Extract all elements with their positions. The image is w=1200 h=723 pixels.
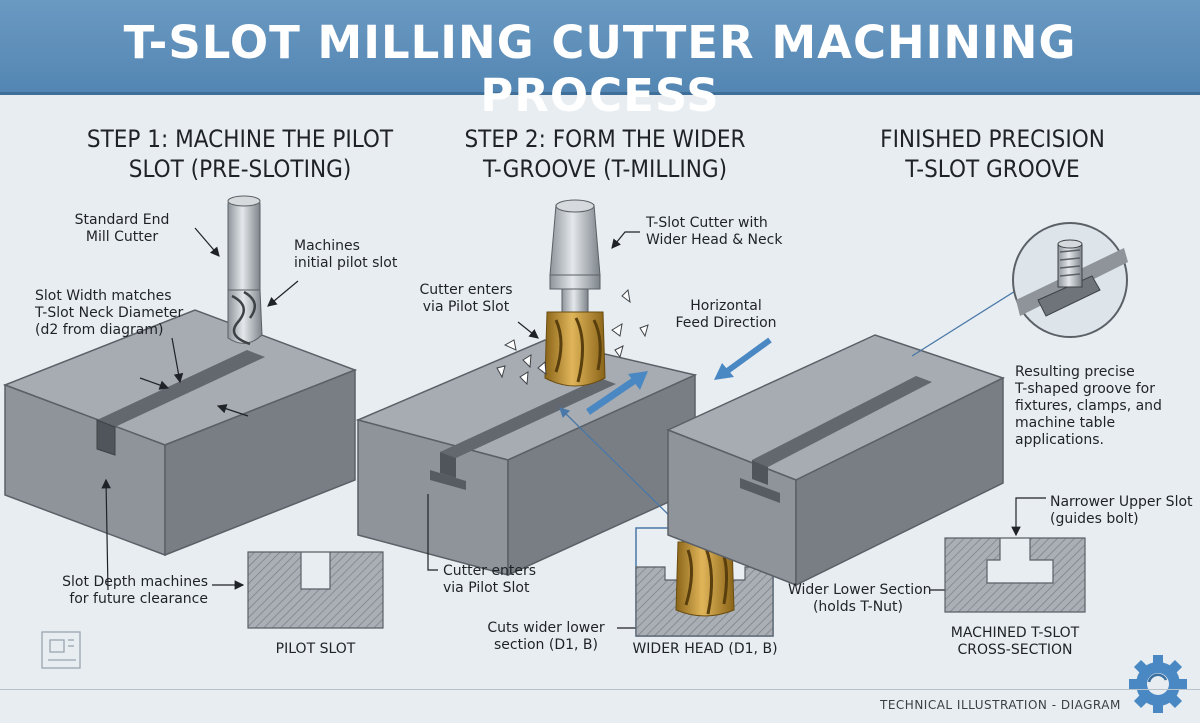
result-description-line5: applications. (1015, 432, 1104, 448)
cutter-enters-bottom-line2: via Pilot Slot (443, 580, 530, 596)
slot-depth-label-line2: for future clearance (69, 591, 208, 607)
narrower-slot-label: Narrower Upper Slot (guides bolt) (1050, 494, 1193, 528)
feed-direction-label-line1: Horizontal (690, 298, 762, 314)
t-slot-cutter-label-line1: T-Slot Cutter with (646, 215, 768, 231)
wider-lower-label: Wider Lower Section (holds T-Nut) (788, 582, 932, 616)
narrower-slot-label-line2: (guides bolt) (1050, 511, 1139, 527)
pilot-slot-section (247, 551, 384, 629)
machines-label: Machines initial pilot slot (294, 238, 397, 272)
t-slot-section-caption: MACHINED T-SLOT CROSS-SECTION (940, 625, 1090, 659)
feed-arrow-workpiece (586, 375, 640, 415)
result-description: Resulting precise T-shaped groove for fi… (1015, 364, 1162, 449)
cuts-wider-label-line2: section (D1, B) (494, 637, 598, 653)
feed-direction-label-line2: Feed Direction (675, 315, 777, 331)
t-bolt-magnifier (1012, 222, 1128, 338)
step1-heading-line1: STEP 1: MACHINE THE PILOT (86, 125, 394, 153)
result-description-line4: machine table (1015, 415, 1116, 431)
wider-lower-label-line2: (holds T-Nut) (812, 599, 904, 615)
wider-head-caption: WIDER HEAD (D1, B) (632, 641, 778, 657)
result-description-line3: fixtures, clamps, and (1015, 398, 1162, 414)
cutter-enters-bottom-line1: Cutter enters (443, 563, 537, 579)
cutter-enters-top-label: Cutter enters via Pilot Slot (405, 282, 527, 316)
slot-width-label-line2: T-Slot Neck Diameter (35, 305, 184, 321)
wider-head-detail (635, 527, 774, 637)
slot-width-label-line3: (d2 from diagram) (35, 322, 164, 338)
feed-direction-label: Horizontal Feed Direction (666, 298, 786, 332)
workpiece-block-2 (355, 339, 698, 577)
cnc-machine-icon (41, 631, 81, 669)
wider-lower-label-line1: Wider Lower Section (788, 582, 932, 598)
step2-heading-line1: STEP 2: FORM THE WIDER (464, 125, 746, 153)
pilot-slot-caption: PILOT SLOT (275, 641, 356, 657)
gear-icon (1129, 655, 1187, 713)
t-slot-section-caption-line1: MACHINED T-SLOT (950, 625, 1080, 641)
narrower-slot-label-line1: Narrower Upper Slot (1050, 494, 1193, 510)
end-mill-label: Standard End Mill Cutter (52, 212, 192, 246)
workpiece-block-1 (2, 309, 358, 557)
end-mill-cutter (227, 195, 263, 346)
cutter-enters-top-line1: Cutter enters (419, 282, 513, 298)
slot-depth-label: Slot Depth machines for future clearance (40, 574, 208, 608)
step3-heading-line2: T-SLOT GROOVE (905, 155, 1080, 183)
machines-label-line2: initial pilot slot (294, 255, 398, 271)
cuts-wider-label-line1: Cuts wider lower (487, 620, 605, 636)
step3-heading: FINISHED PRECISION T-SLOT GROOVE (820, 124, 1165, 184)
cutter-enters-top-line2: via Pilot Slot (422, 299, 510, 315)
step1-heading: STEP 1: MACHINE THE PILOT SLOT (PRE-SLOT… (40, 124, 440, 184)
end-mill-label-line1: Standard End (74, 212, 170, 228)
step2-heading: STEP 2: FORM THE WIDER T-GROOVE (T-MILLI… (410, 124, 800, 184)
page-title: T-SLOT MILLING CUTTER MACHINING PROCESS (123, 16, 1077, 122)
machines-label-line1: Machines (294, 238, 360, 254)
workpiece-block-3 (666, 334, 1005, 587)
footer-caption: TECHNICAL ILLUSTRATION - DIAGRAM (880, 698, 1121, 712)
slot-width-label: Slot Width matches T-Slot Neck Diameter … (35, 288, 183, 339)
t-slot-cutter-label: T-Slot Cutter with Wider Head & Neck (646, 215, 782, 249)
t-slot-section (944, 537, 1086, 613)
footer-divider (0, 689, 1200, 690)
result-description-line1: Resulting precise (1015, 364, 1135, 380)
cuts-wider-label: Cuts wider lower section (D1, B) (480, 620, 612, 654)
t-slot-section-caption-line2: CROSS-SECTION (957, 642, 1073, 658)
step2-heading-line2: T-GROOVE (T-MILLING) (482, 155, 728, 183)
slot-width-label-line1: Slot Width matches (35, 288, 172, 304)
step3-heading-line1: FINISHED PRECISION (880, 125, 1105, 153)
end-mill-label-line2: Mill Cutter (85, 229, 159, 245)
title-bar: T-SLOT MILLING CUTTER MACHINING PROCESS (0, 0, 1200, 122)
feed-arrow-label (724, 337, 772, 375)
cutter-enters-bottom-label: Cutter enters via Pilot Slot (443, 563, 536, 597)
step1-heading-line2: SLOT (PRE-SLOTING) (128, 155, 352, 183)
metal-chips (496, 288, 649, 386)
result-description-line2: T-shaped groove for (1015, 381, 1155, 397)
slot-depth-label-line1: Slot Depth machines (62, 574, 208, 590)
t-slot-cutter (544, 199, 606, 387)
t-slot-cutter-label-line2: Wider Head & Neck (646, 232, 783, 248)
